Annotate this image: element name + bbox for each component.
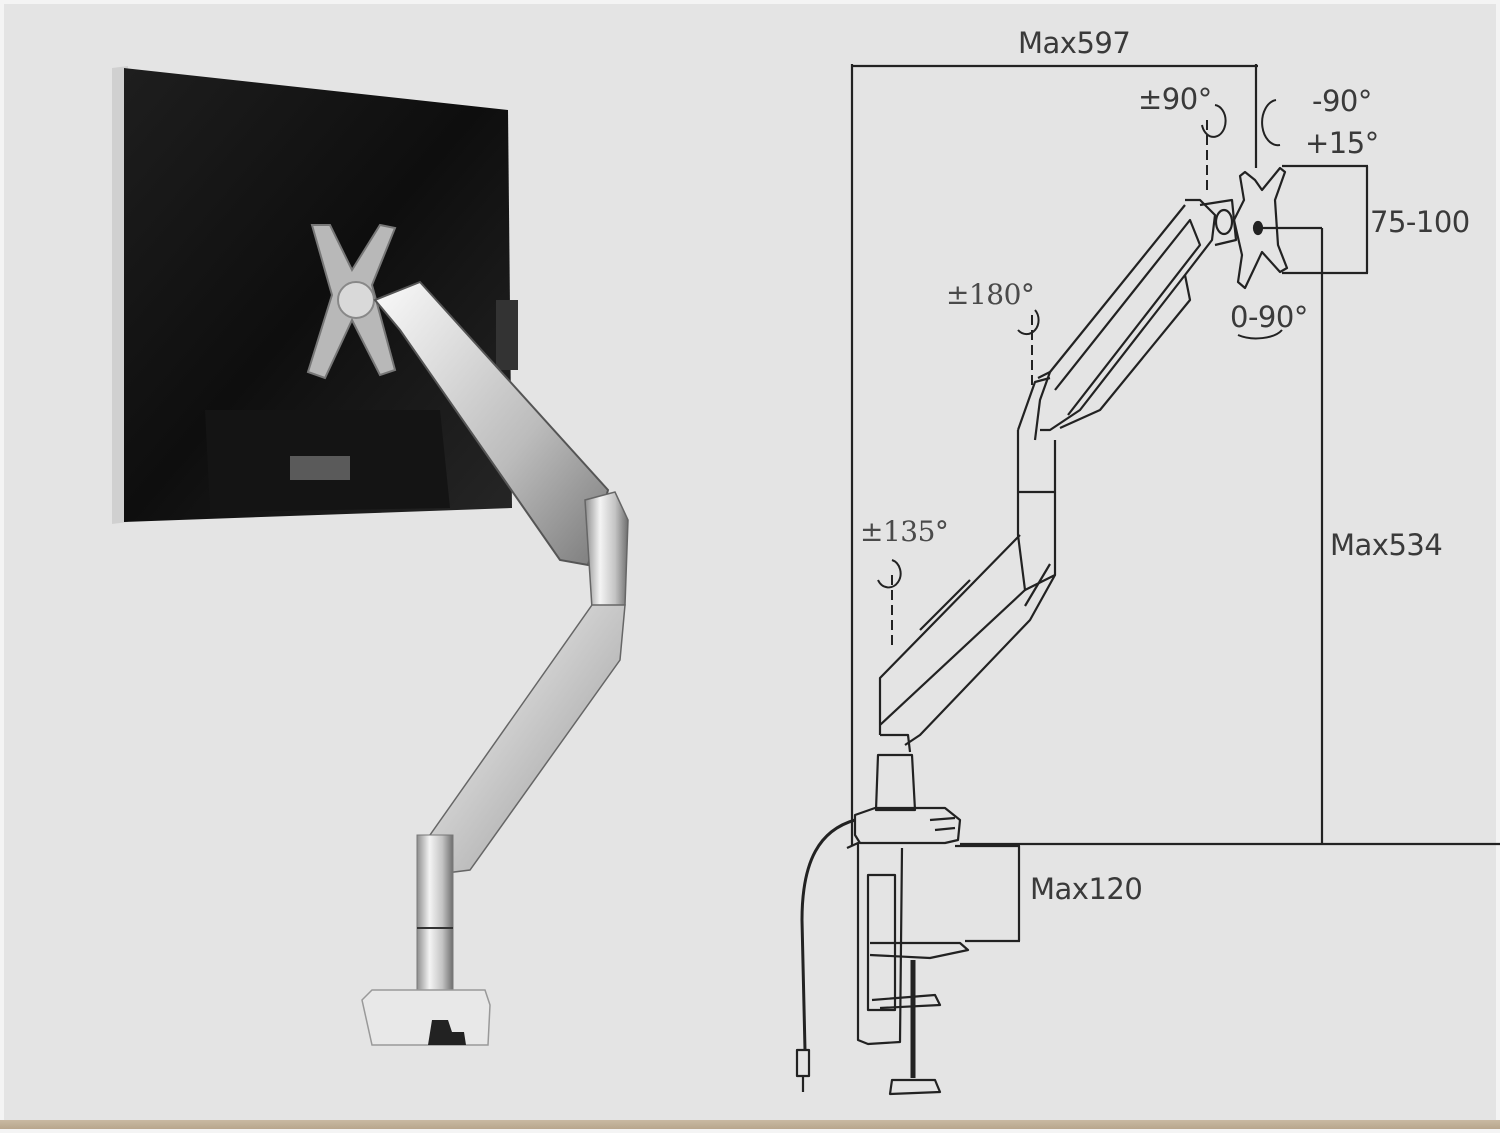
desk-clamp <box>846 841 970 1096</box>
desk-clamp-base <box>361 989 491 1046</box>
cable-plug <box>795 1048 811 1078</box>
rotation-arrow-90 <box>1201 104 1227 190</box>
rotation-arrow-135 <box>877 559 902 645</box>
monitor <box>112 66 518 524</box>
base-pole <box>416 834 454 996</box>
rotation-arrow-0-90 <box>1237 329 1283 340</box>
max-height-dimension-line <box>960 226 1500 846</box>
vesa-dimension-line <box>1282 164 1369 275</box>
rotation-arrow-tilt <box>1261 99 1281 147</box>
rotation-arrow-180 <box>1017 309 1040 385</box>
vesa-size-label: 75-100 <box>1370 205 1470 239</box>
bottom-border-stripe <box>0 1120 1500 1129</box>
middle-joint-label: ±180° <box>946 278 1035 311</box>
rotation-label: 0-90° <box>1230 300 1308 334</box>
base-joint-label: ±135° <box>860 515 949 548</box>
tilt-plus-label: +15° <box>1305 126 1379 160</box>
tilt-minus-label: -90° <box>1312 84 1372 118</box>
clamp-dimension-line <box>955 844 1021 943</box>
max-reach-label: Max597 <box>1018 26 1131 60</box>
column-and-base <box>853 753 962 845</box>
vesa-plate-drawing <box>1232 166 1289 290</box>
head-swivel-label: ±90° <box>1138 82 1212 116</box>
arm-outline <box>878 198 1217 753</box>
upper-arm <box>373 280 610 567</box>
monitor-label-sticker <box>290 456 350 480</box>
max-height-label: Max534 <box>1330 528 1443 562</box>
max-reach-dimension-line <box>850 64 1258 845</box>
cable <box>800 818 856 1051</box>
elbow-joint <box>584 491 629 609</box>
clamp-thickness-label: Max120 <box>1030 872 1143 906</box>
product-photo <box>112 66 629 1046</box>
